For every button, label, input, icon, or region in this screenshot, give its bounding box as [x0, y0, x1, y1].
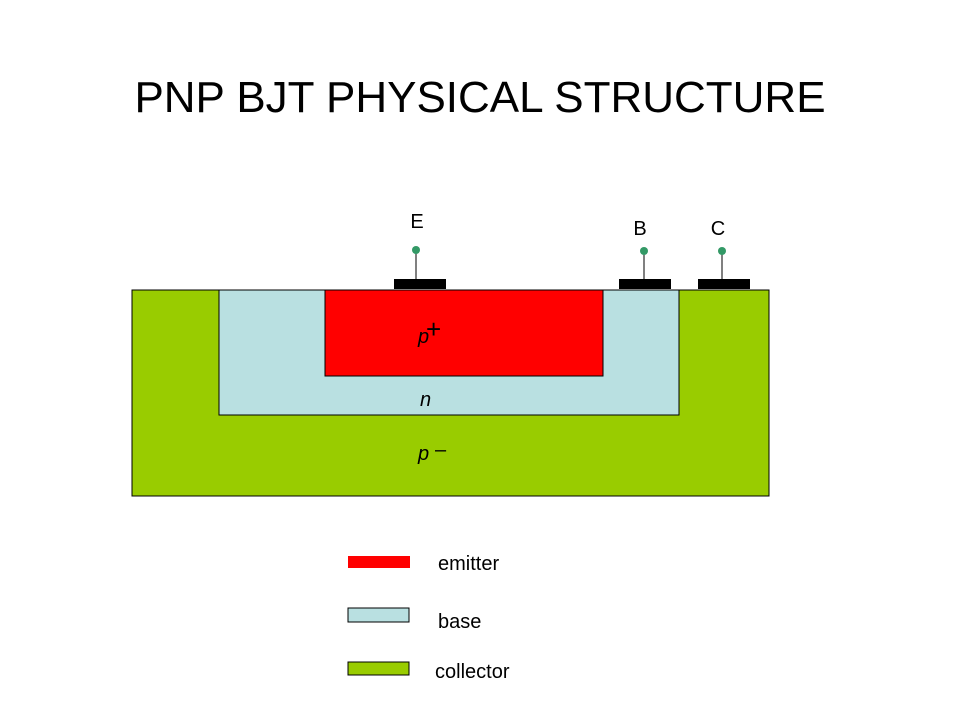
base-doping-label: n [420, 389, 431, 411]
base-terminal-dot [640, 247, 648, 255]
base-terminal-label: B [633, 218, 646, 240]
emitter-contact [394, 279, 446, 289]
collector-terminal-label: C [711, 218, 725, 240]
emitter-terminal-label: E [410, 211, 423, 233]
emitter-terminal-dot [412, 246, 420, 254]
emitter-region [324, 289, 604, 377]
legend-label-collector: collector [435, 661, 510, 683]
base-contact [619, 279, 671, 289]
collector-terminal-dot [718, 247, 726, 255]
emitter-doping-superscript: + [426, 314, 441, 344]
legend-swatch-collector [347, 661, 410, 676]
collector-contact [698, 279, 750, 289]
legend-swatch-emitter [348, 556, 410, 568]
legend-label-emitter: emitter [438, 553, 499, 575]
collector-doping-superscript: – [435, 439, 447, 461]
legend-swatch-base [347, 607, 410, 623]
legend-label-base: base [438, 611, 481, 633]
emitter-doping-label: p [417, 326, 429, 348]
page-title: PNP BJT PHYSICAL STRUCTURE [134, 73, 826, 122]
collector-doping-label: p [417, 443, 429, 465]
